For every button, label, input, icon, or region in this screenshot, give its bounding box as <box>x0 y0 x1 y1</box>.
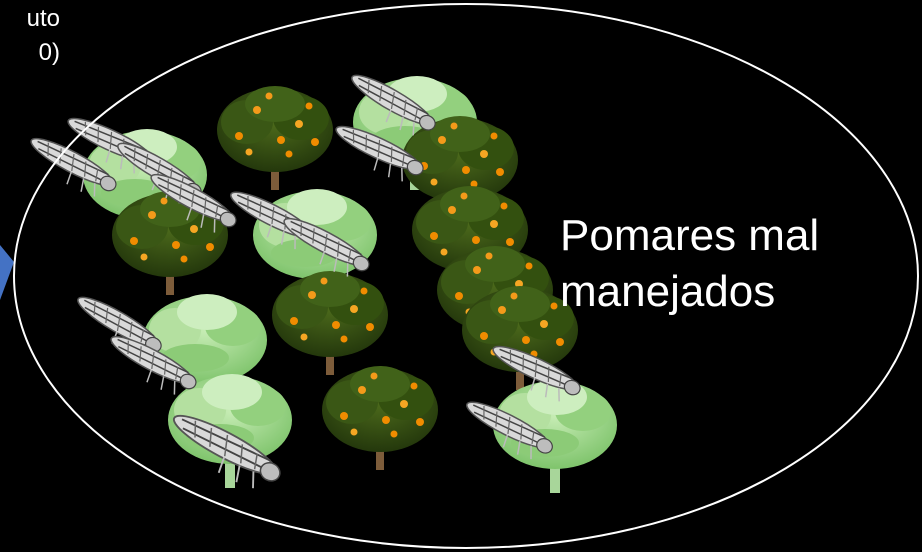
arrow-shape <box>0 245 14 300</box>
ellipse-label-line-2: manejados <box>560 264 819 320</box>
orange-tree-icon <box>322 366 438 470</box>
ellipse-label-line-1: Pomares mal <box>560 208 819 264</box>
orange-tree-icon <box>272 271 388 375</box>
orange-tree-icon <box>217 86 333 190</box>
ellipse-label: Pomares mal manejados <box>560 208 819 320</box>
